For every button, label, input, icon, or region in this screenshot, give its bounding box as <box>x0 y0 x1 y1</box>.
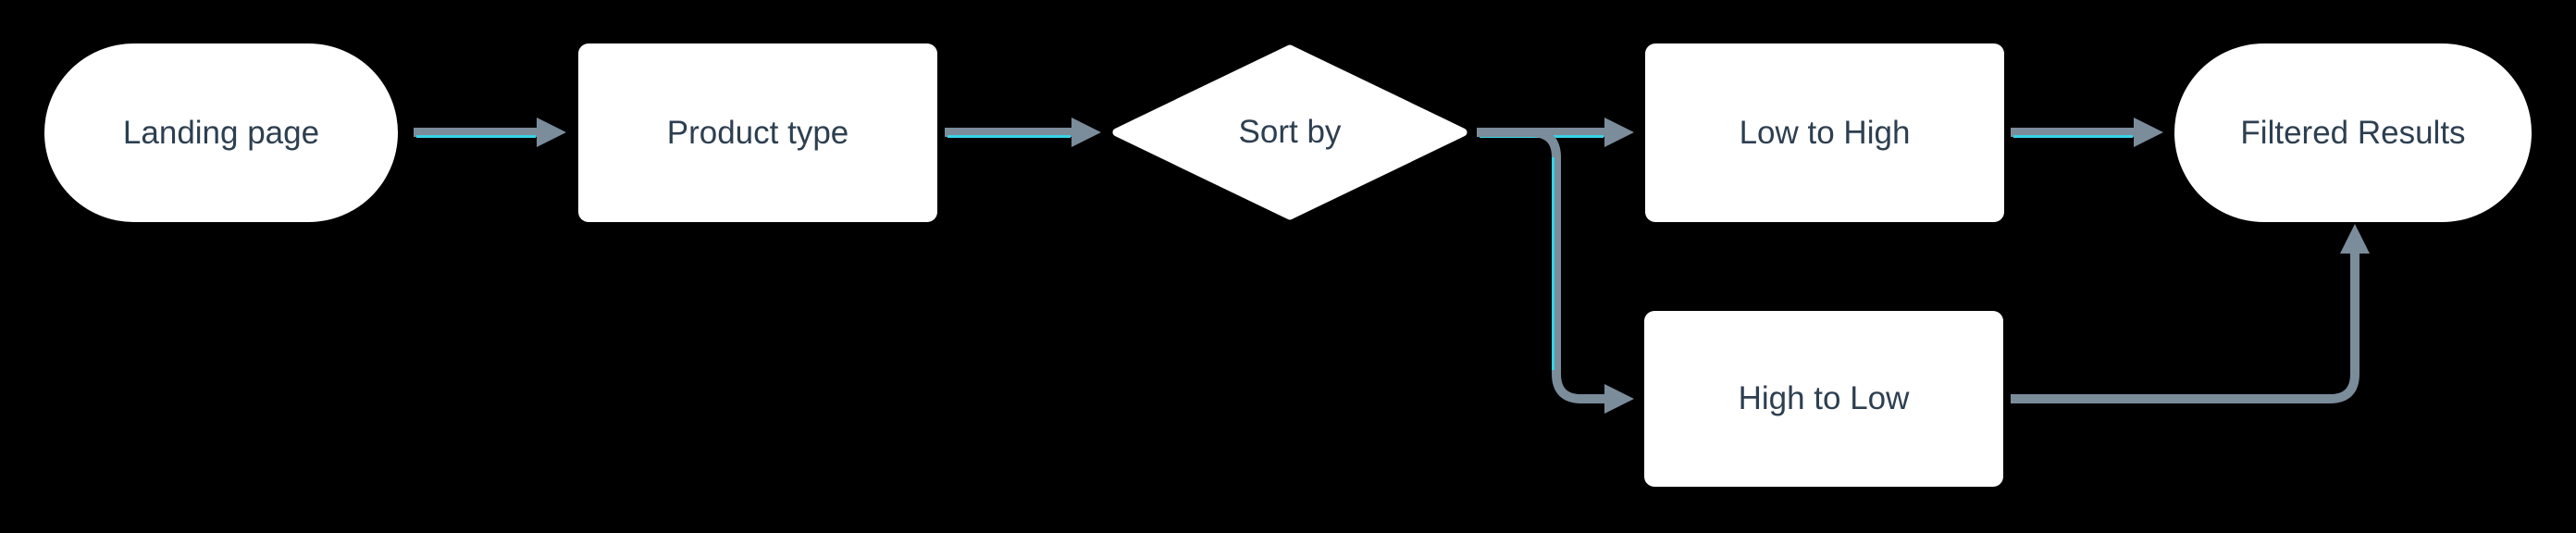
diamond-shape <box>1112 44 1468 220</box>
edge-landing-to-product <box>414 118 566 147</box>
node-filtered-results: Filtered Results <box>2174 43 2532 222</box>
node-product-type-label: Product type <box>666 114 849 151</box>
node-high-to-low-label: High to Low <box>1738 380 1910 416</box>
node-product-type: Product type <box>578 43 937 222</box>
node-sort-by: Sort by <box>1112 44 1468 220</box>
edge-product-to-sortby <box>945 118 1101 147</box>
node-filtered-results-label: Filtered Results <box>2240 114 2466 151</box>
node-high-to-low: High to Low <box>1644 311 2003 487</box>
edge-lowtohigh-to-results <box>2011 118 2163 147</box>
node-sort-by-label: Sort by <box>1238 114 1342 150</box>
node-landing-page: Landing page <box>44 43 398 222</box>
node-low-to-high-label: Low to High <box>1739 114 1911 151</box>
node-low-to-high: Low to High <box>1645 43 2004 222</box>
edge-hightolow-to-results <box>2011 224 2370 403</box>
edge-sortby-to-hightolow <box>1477 128 1634 414</box>
node-landing-page-label: Landing page <box>122 114 320 151</box>
